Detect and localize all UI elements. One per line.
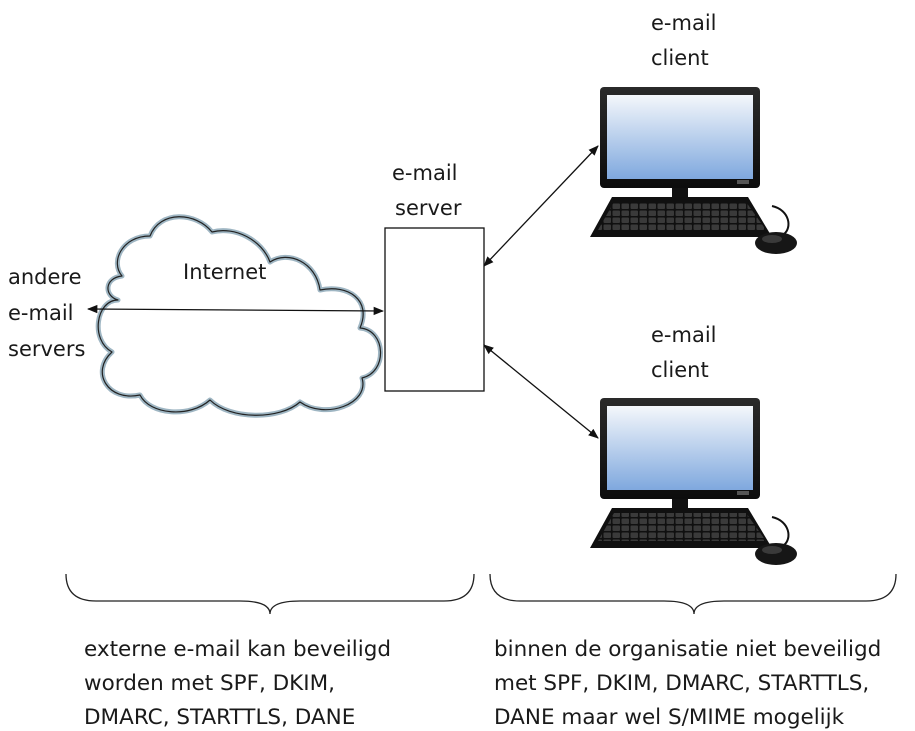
arrow-server-to-client-top [483, 145, 599, 267]
caption-external: externe e-mail kan beveiligd worden met … [84, 637, 391, 730]
cloud-label: Internet [183, 260, 266, 284]
caption-external-line1: externe e-mail kan beveiligd [84, 637, 391, 662]
mail-server: e-mail server [384, 161, 485, 392]
external-servers-line3: servers [8, 337, 85, 361]
caption-internal-line2: met SPF, DKIM, DMARC, STARTTLS, [494, 671, 869, 696]
brace-left [65, 573, 475, 615]
mail-server-label-line2: server [395, 196, 462, 220]
email-client-top: e-mail client [590, 11, 797, 254]
caption-internal-line3: DANE maar wel S/MIME mogelijk [494, 705, 845, 730]
external-servers-label: andere e-mail servers [8, 265, 85, 361]
brace-right [489, 573, 897, 615]
caption-internal: binnen de organisatie niet beveiligd met… [494, 637, 881, 730]
client-bottom-label-line2: client [651, 358, 709, 382]
cloud-shape [95, 214, 383, 418]
computer-icon [590, 87, 797, 254]
caption-external-line3: DMARC, STARTTLS, DANE [84, 705, 355, 730]
client-top-label-line2: client [651, 46, 709, 70]
caption-external-line2: worden met SPF, DKIM, [84, 671, 335, 696]
mail-server-box [384, 227, 485, 392]
external-servers-line2: e-mail [8, 301, 74, 325]
mail-server-label-line1: e-mail [392, 161, 458, 185]
internet-cloud: Internet [95, 214, 383, 418]
external-servers-line1: andere [8, 265, 82, 289]
arrow-server-to-client-bottom [483, 344, 599, 439]
client-top-label-line1: e-mail [651, 11, 717, 35]
email-client-bottom: e-mail client [590, 323, 797, 565]
computer-icon [590, 398, 797, 565]
caption-internal-line1: binnen de organisatie niet beveiligd [494, 637, 881, 662]
connections [86, 145, 599, 439]
client-bottom-label-line1: e-mail [651, 323, 717, 347]
arrow-external-to-server [86, 304, 385, 316]
